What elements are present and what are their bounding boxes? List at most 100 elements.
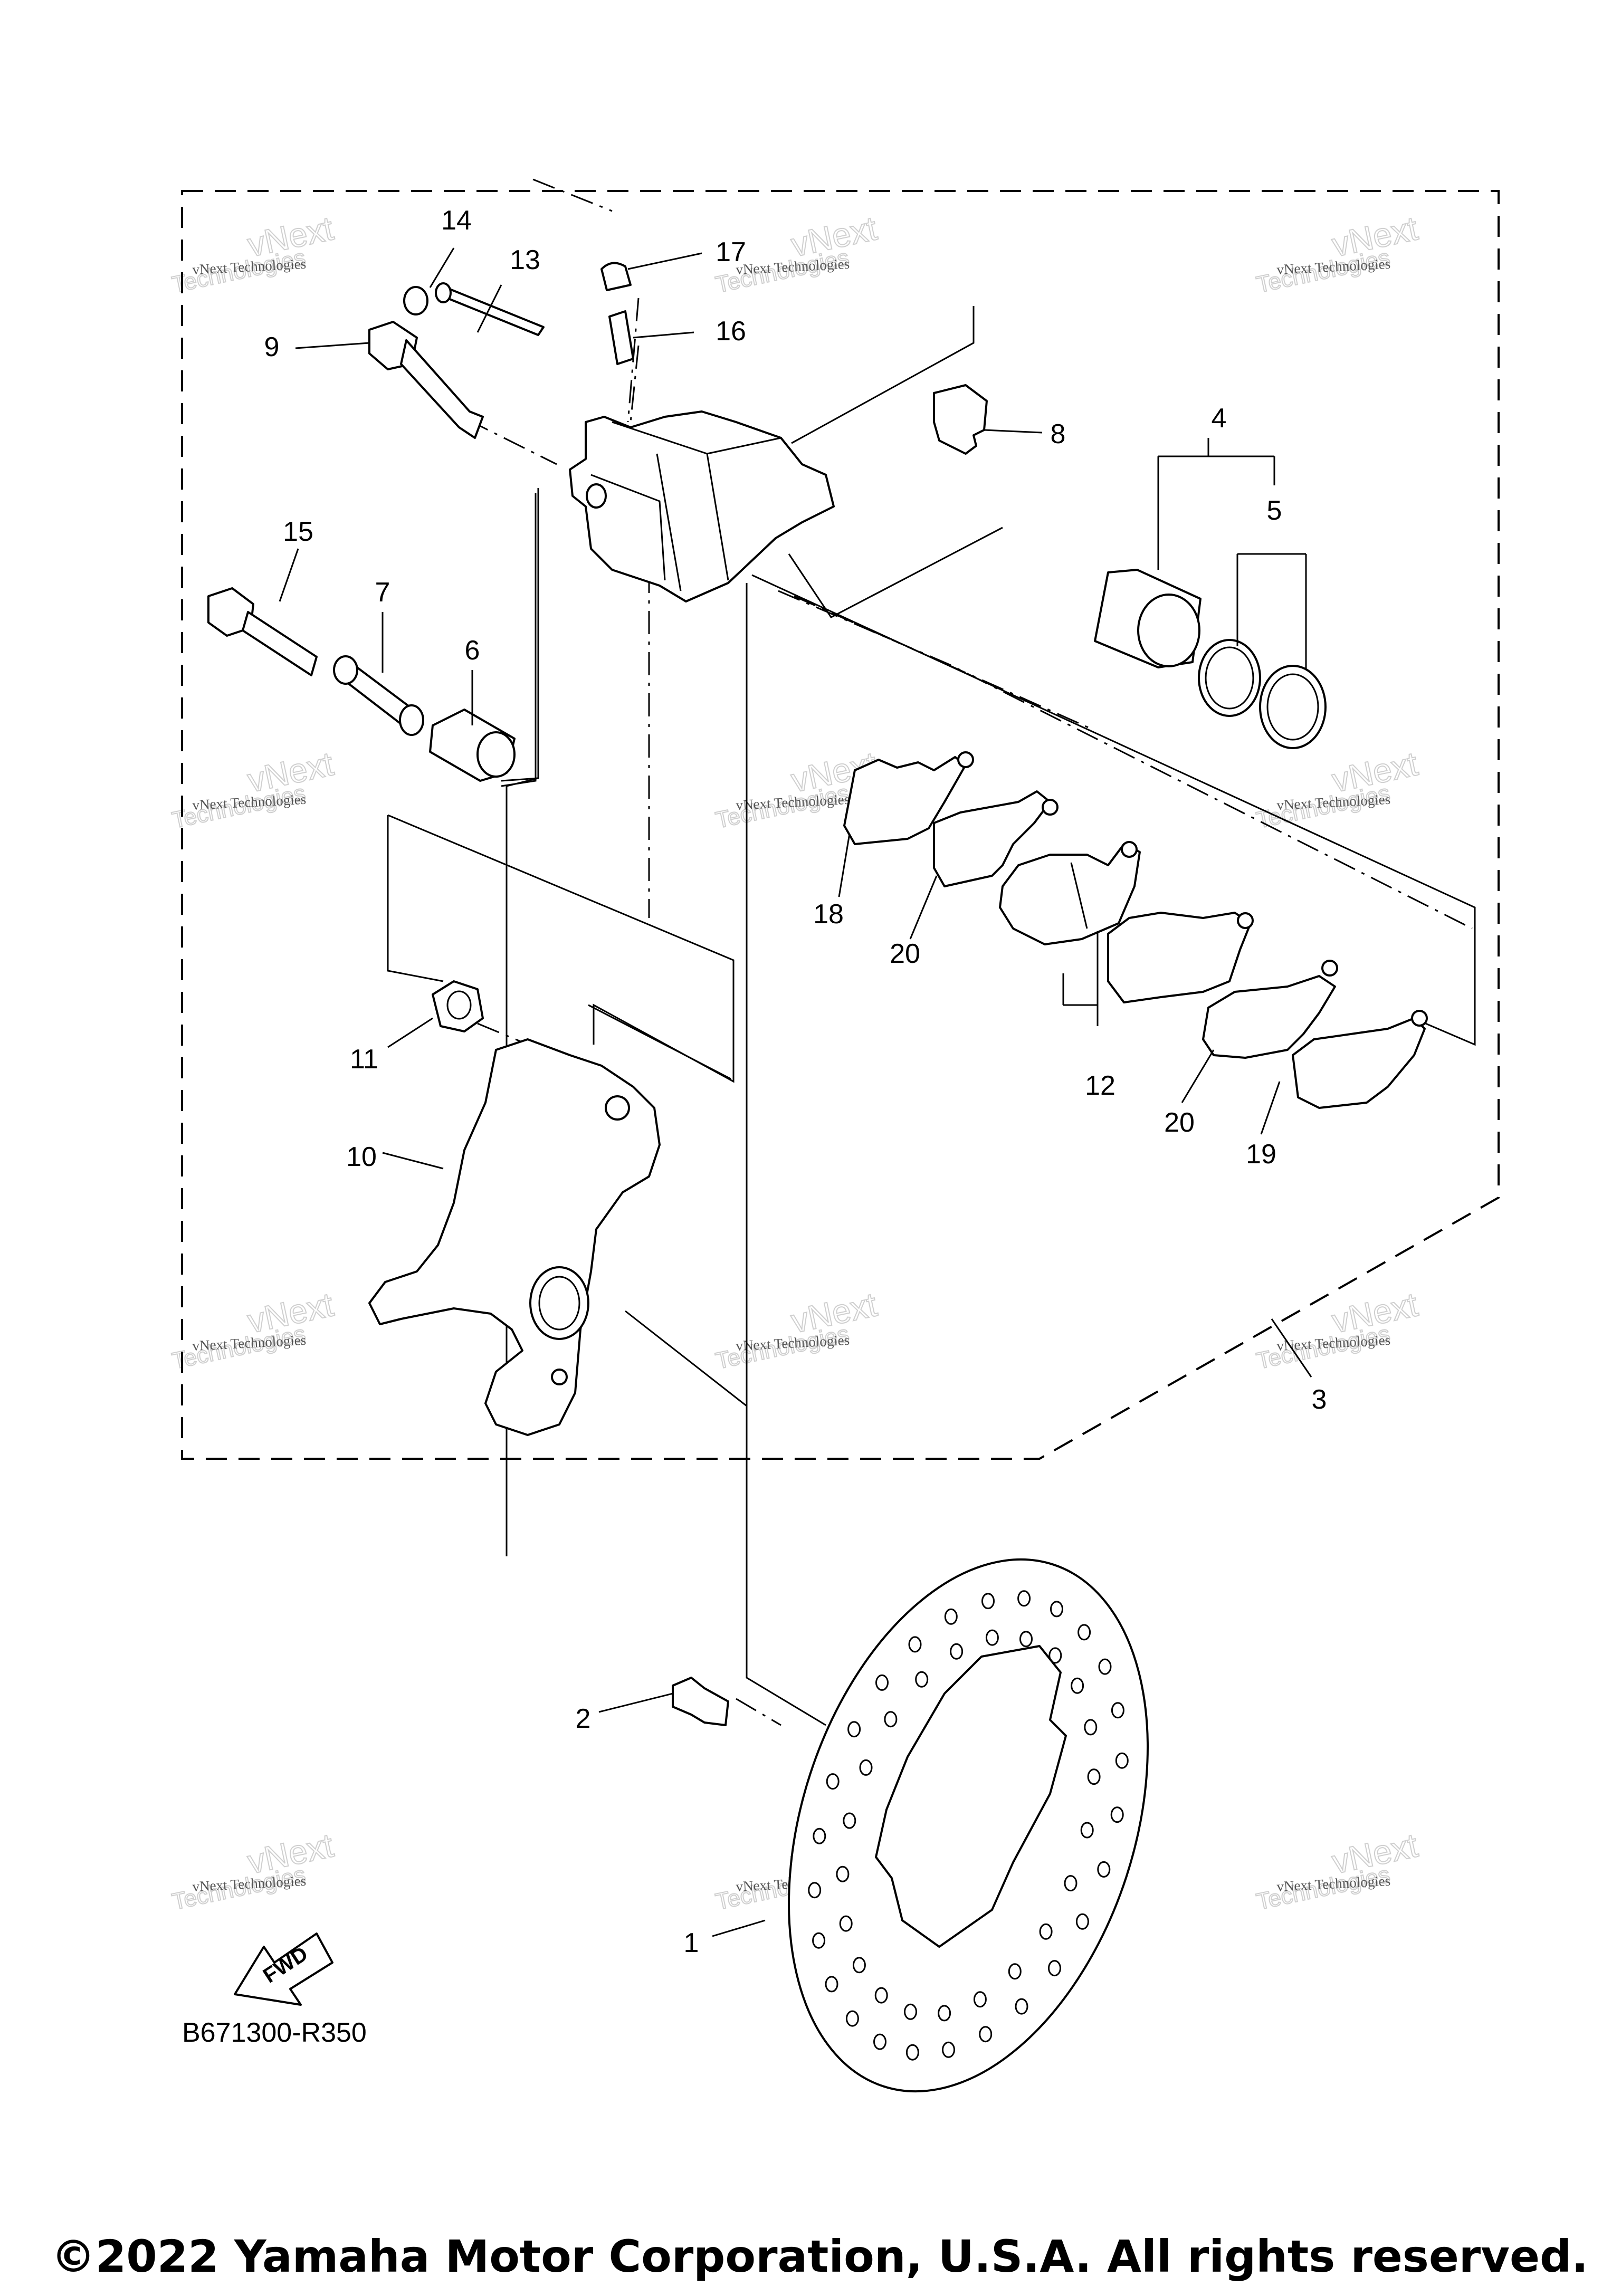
disc-hole: [845, 2010, 859, 2027]
disc-hole: [1064, 1875, 1078, 1892]
disc-hole: [1048, 1647, 1062, 1664]
disc-hole: [1111, 1702, 1124, 1719]
disc-hole: [1039, 1923, 1053, 1940]
disc-hole: [813, 1828, 826, 1844]
disc-hole: [875, 1674, 889, 1691]
copyright-notice: ©2022 Yamaha Motor Corporation, U.S.A. A…: [51, 2231, 1588, 2282]
callout-1: 1: [684, 1928, 699, 1958]
disc-hole: [1017, 1590, 1031, 1607]
part-1-disc: [788, 1558, 1149, 2093]
part-4-piston: [1094, 569, 1202, 668]
disc-hole: [1008, 1963, 1022, 1980]
disc-hole: [985, 1629, 999, 1646]
watermark-text: vNext Technologies: [1276, 791, 1391, 813]
disc-hole: [874, 1987, 888, 2004]
callout-leaders: [279, 247, 1312, 1937]
disc-hole: [1097, 1861, 1111, 1878]
callout-14: 14: [441, 205, 472, 236]
callout-10: 10: [346, 1142, 377, 1172]
disc-hole: [1019, 1631, 1033, 1648]
watermark-text: vNext Technologies: [736, 1332, 850, 1354]
disc-hole: [938, 2005, 951, 2022]
disc-hole: [1084, 1719, 1098, 1736]
disc-hole: [843, 1812, 856, 1829]
disc-hole: [950, 1643, 964, 1660]
watermark-text: vNext Technologies: [736, 256, 850, 278]
disc-hole: [1048, 1960, 1061, 1977]
part-17-cap: [600, 262, 632, 291]
disc-hole: [812, 1932, 826, 1949]
disc-hole: [973, 1991, 987, 2008]
disc-hole: [859, 1759, 873, 1776]
disc-hole: [1071, 1677, 1084, 1694]
part-9-bolt: [368, 321, 484, 439]
callout-7: 7: [375, 577, 390, 608]
callout-6: 6: [465, 635, 480, 666]
disc-hole: [847, 1721, 861, 1738]
disc-hole: [1080, 1822, 1094, 1839]
part-7-sleeve: [333, 655, 424, 736]
callout-20a: 20: [890, 939, 920, 969]
disc-hole: [1110, 1806, 1124, 1823]
watermark-text: vNext Technologies: [1276, 256, 1391, 278]
disc-hole: [1075, 1913, 1089, 1930]
watermark-text: vNext Technologies: [192, 1332, 307, 1354]
callout-19: 19: [1246, 1139, 1276, 1170]
disc-hole: [1050, 1601, 1063, 1618]
diagram-code: B671300-R350: [182, 2017, 367, 2048]
disc-hole: [1098, 1658, 1112, 1675]
disc-hole: [826, 1773, 840, 1790]
part-8-spring: [933, 384, 988, 455]
caliper-body: [569, 410, 835, 602]
callout-9: 9: [264, 332, 280, 362]
alignment-lines: [387, 178, 1476, 1726]
callout-labels: 1 2 3 4 5 6 7 8 9 10 11 12 13 14 15 16 1…: [264, 205, 1327, 1958]
callout-17: 17: [716, 237, 746, 267]
assembly-boundary: [181, 190, 1500, 1460]
disc-hole: [1015, 1998, 1028, 2015]
disc-hole: [808, 1882, 822, 1899]
watermark-text: vNext Technologies: [192, 256, 307, 278]
callout-3: 3: [1312, 1384, 1327, 1415]
part-11-grommet: [432, 980, 484, 1032]
part-15-bolt: [207, 587, 318, 676]
disc-hole: [944, 1608, 958, 1625]
callout-5: 5: [1267, 495, 1282, 526]
part-2-bolt: [672, 1677, 729, 1726]
callout-15: 15: [283, 516, 313, 547]
watermark-text: vNext Technologies: [736, 791, 850, 813]
watermark-text: vNext Technologies: [192, 791, 307, 813]
brake-pads-group: [843, 751, 1428, 1109]
callout-18: 18: [813, 899, 844, 930]
disc-hole: [908, 1636, 922, 1653]
disc-hole: [905, 2044, 919, 2061]
disc-hole: [981, 1593, 995, 1610]
disc-hole: [884, 1711, 898, 1728]
callout-13: 13: [510, 245, 540, 275]
disc-hole: [904, 2003, 917, 2020]
disc-hole: [852, 1957, 866, 1974]
callout-20b: 20: [1164, 1107, 1195, 1138]
part-14-cap: [403, 286, 428, 315]
disc-hole: [873, 2033, 886, 2050]
disc-hole: [825, 1976, 838, 1993]
disc-hole: [839, 1915, 853, 1932]
fwd-arrow-icon: FWD: [234, 1933, 333, 2006]
callout-16: 16: [716, 316, 746, 347]
disc-hole: [836, 1866, 850, 1882]
disc-hole: [1087, 1768, 1101, 1785]
part-6-boot: [429, 709, 516, 782]
callout-12: 12: [1085, 1070, 1115, 1101]
part-10-bracket: [368, 1038, 661, 1436]
callout-8: 8: [1051, 419, 1066, 449]
disc-hole: [915, 1671, 929, 1688]
